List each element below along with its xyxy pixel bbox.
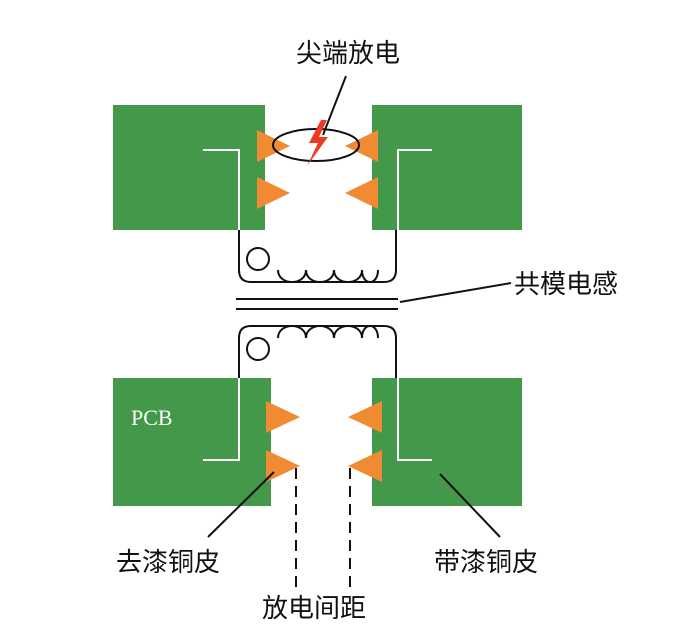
leader-stripped-copper: [207, 471, 275, 538]
tip-bottom-right-lower: [348, 450, 382, 482]
label-common-mode-inductor: 共模电感: [514, 270, 618, 300]
pcb-pad-top-right: [372, 105, 522, 230]
tip-top-right-lower: [345, 177, 378, 209]
pcb-pad-bottom-left: [113, 378, 271, 506]
label-pcb: PCB: [131, 405, 173, 430]
pcb-pad-top-left: [113, 105, 265, 230]
tip-bottom-left-upper: [266, 401, 300, 433]
tip-top-left-lower: [257, 177, 290, 209]
tip-bottom-right-upper: [348, 401, 382, 433]
pcb-trace-top-left: [203, 149, 240, 230]
lightning-bolt-icon: [307, 120, 328, 166]
pcb-trace-top-right: [397, 149, 432, 230]
coil-upper: [238, 230, 397, 283]
label-stripped-copper: 去漆铜皮: [116, 548, 220, 578]
tip-bottom-left-lower: [266, 450, 300, 482]
coil-lower: [238, 325, 397, 378]
leader-common-mode-inductor: [399, 282, 512, 303]
pcb-pad-bottom-right: [372, 378, 522, 506]
label-enameled-copper: 带漆铜皮: [434, 548, 538, 578]
tip-top-right-upper: [345, 130, 378, 162]
pcb-trace-bottom-right: [397, 378, 432, 461]
label-discharge-gap: 放电间距: [262, 594, 366, 624]
leader-enameled-copper: [439, 473, 501, 538]
leader-tip-discharge: [322, 75, 347, 136]
pcb-trace-bottom-left: [203, 378, 240, 461]
discharge-zone-ellipse: [272, 128, 360, 162]
label-tip-discharge: 尖端放电: [296, 39, 400, 69]
